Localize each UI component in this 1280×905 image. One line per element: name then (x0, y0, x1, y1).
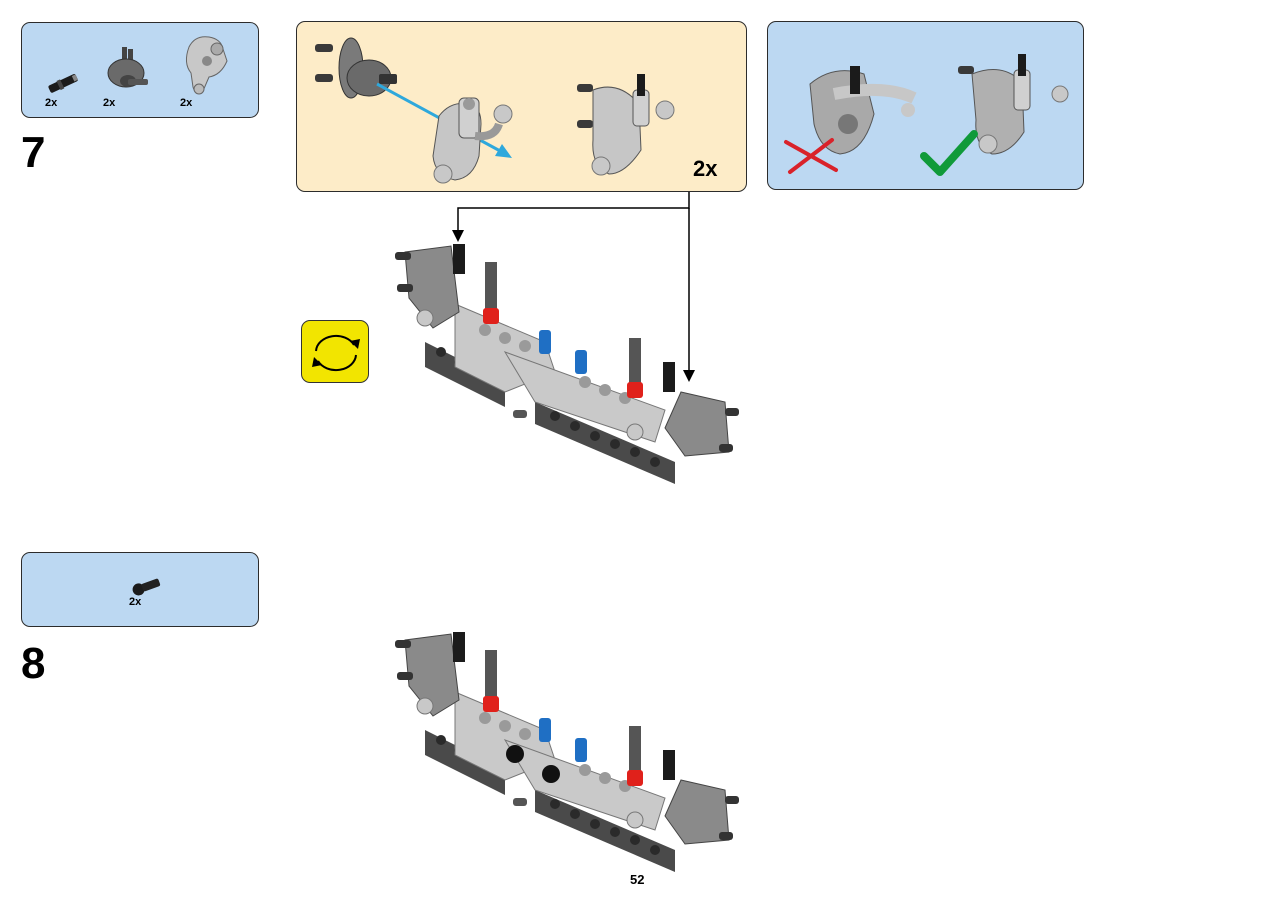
hub-icon (107, 47, 148, 88)
step7-model (395, 244, 739, 484)
incorrect-cross-icon (784, 138, 838, 174)
subassembly-result-model (577, 74, 675, 176)
correct-check-icon (920, 130, 978, 176)
step-number: 7 (21, 128, 46, 177)
pin-axle-icon (48, 74, 78, 93)
step7-parts-list: 2x 2x 2x (21, 22, 259, 118)
subassembly-multiplier: 2x (693, 156, 718, 181)
part-qty: 2x (45, 97, 58, 109)
rotate-model-icon (301, 320, 369, 383)
part-qty: 2x (103, 97, 116, 109)
part-qty: 2x (180, 97, 193, 109)
knuckle-model (432, 97, 513, 184)
part-qty: 2x (129, 596, 142, 608)
page-number: 52 (630, 872, 645, 887)
orientation-callout (767, 21, 1084, 190)
step8-parts-list: 2x (21, 552, 259, 627)
subassembly-panel: 2x (296, 21, 747, 192)
steering-knuckle-icon (185, 36, 228, 95)
incorrect-orientation-model (809, 66, 917, 155)
ball-joint-pin-icon (132, 578, 161, 596)
step8-model (395, 632, 739, 872)
correct-orientation-model (958, 54, 1069, 155)
step-number: 8 (21, 639, 46, 688)
